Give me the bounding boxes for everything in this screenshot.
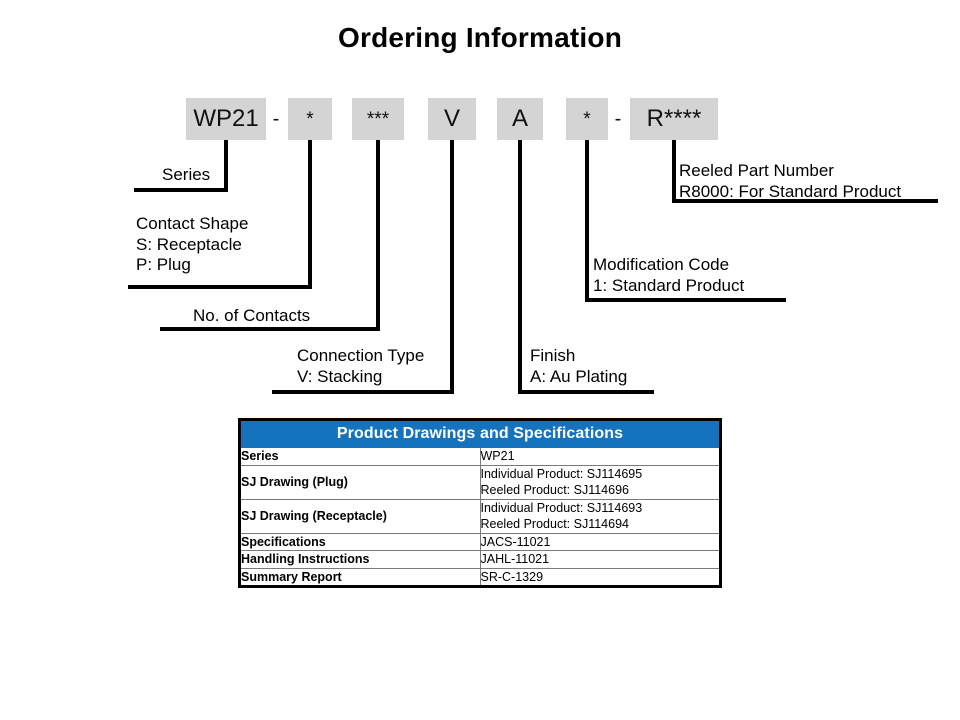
- pn-segment-finish: A: [497, 98, 543, 140]
- table-cell-value: Individual Product: SJ114693 Reeled Prod…: [479, 498, 721, 534]
- callout-reeled-part-number: Reeled Part Number R8000: For Standard P…: [679, 161, 902, 201]
- table-row: Summary Report SR-C-1329: [239, 567, 721, 587]
- pn-segment-no-of-contacts: ***: [352, 98, 404, 140]
- table-cell-value: SR-C-1329: [479, 567, 721, 587]
- leader-modification-code: [585, 140, 786, 302]
- leader-series: [134, 140, 228, 192]
- table-cell-label: Handling Instructions: [239, 550, 481, 569]
- pn-segment-contact-shape: *: [288, 98, 332, 140]
- table-header-title: Product Drawings and Specifications: [239, 419, 721, 448]
- table-cell-value: WP21: [479, 447, 721, 466]
- pn-segment-reeled-part-number: R****: [630, 98, 718, 140]
- table-cell-label: Specifications: [239, 532, 481, 551]
- page-title: Ordering Information: [338, 22, 622, 53]
- table-row: SJ Drawing (Plug) Individual Product: SJ…: [239, 464, 721, 500]
- callout-modification-code: Modification Code 1: Standard Product: [593, 255, 745, 295]
- table-cell-label: SJ Drawing (Receptacle): [239, 498, 481, 534]
- table-cell-label: SJ Drawing (Plug): [239, 464, 481, 500]
- table-cell-label: Series: [239, 447, 481, 466]
- table-row: Handling Instructions JAHL-11021: [239, 550, 721, 569]
- leader-reeled-part-number: [672, 140, 938, 203]
- table-cell-value: Individual Product: SJ114695 Reeled Prod…: [479, 464, 721, 500]
- callout-finish: Finish A: Au Plating: [530, 346, 628, 386]
- pn-segment-modification-code: *: [566, 98, 608, 140]
- table-header-row: Product Drawings and Specifications: [239, 419, 721, 448]
- callout-no-of-contacts: No. of Contacts: [193, 306, 311, 325]
- callout-series: Series: [162, 165, 211, 184]
- callout-connection-type: Connection Type V: Stacking: [297, 346, 425, 386]
- pn-segment-series: WP21: [186, 98, 266, 140]
- table-row: Series WP21: [239, 447, 721, 466]
- pn-separator-2: -: [614, 107, 622, 130]
- table-cell-label: Summary Report: [239, 567, 481, 587]
- product-drawings-and-specifications-table: Product Drawings and Specifications Seri…: [238, 418, 722, 588]
- leader-contact-shape: [128, 140, 312, 289]
- table-cell-value: JACS-11021: [479, 532, 721, 551]
- table-row: Specifications JACS-11021: [239, 532, 721, 551]
- table-row: SJ Drawing (Receptacle) Individual Produ…: [239, 498, 721, 534]
- pn-separator-1: -: [272, 107, 280, 130]
- leader-no-of-contacts: [160, 140, 380, 331]
- table-cell-value: JAHL-11021: [479, 550, 721, 569]
- callout-contact-shape: Contact Shape S: Receptacle P: Plug: [136, 214, 249, 275]
- pn-segment-connection-type: V: [428, 98, 476, 140]
- leader-finish: [518, 140, 654, 394]
- leader-connection-type: [272, 140, 454, 394]
